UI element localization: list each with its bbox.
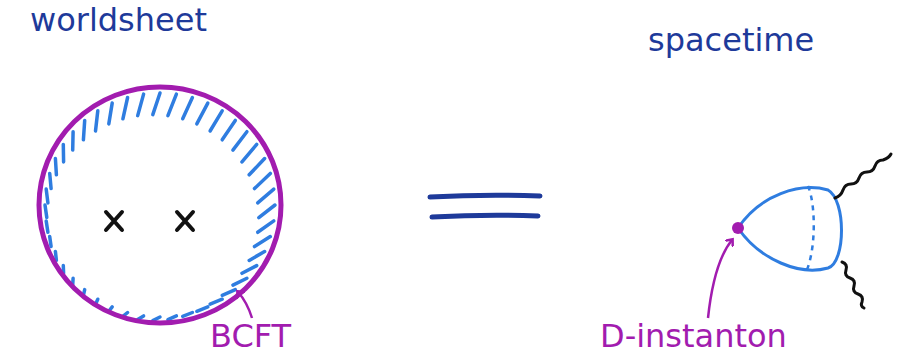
hatch-stroke [258, 189, 274, 203]
heading-label: worldsheet [30, 1, 207, 39]
hatch-stroke [109, 103, 112, 124]
hatch-stroke [255, 237, 271, 247]
hatch-stroke [153, 93, 160, 115]
hatch-stroke [71, 132, 75, 150]
leader-line [238, 292, 252, 318]
hatch-stroke [168, 316, 177, 320]
hatch-stroke [83, 120, 84, 139]
hatch-stroke [153, 317, 160, 321]
hatch-stroke [138, 94, 144, 116]
d-instanton-dot [732, 222, 744, 234]
hatch-stroke [210, 111, 222, 131]
hatch-stroke [45, 205, 47, 218]
hatch-stroke [255, 173, 271, 188]
hatch-stroke [46, 189, 48, 203]
bcft-boundary [39, 87, 281, 323]
hatch-stroke [55, 252, 56, 261]
hatch-stroke [197, 307, 208, 311]
hatch-stroke [197, 103, 208, 124]
equals-sign [430, 195, 540, 217]
leader-line [708, 240, 732, 318]
heading-label: spacetime [648, 21, 814, 59]
hatch-stroke [222, 120, 235, 139]
hatch-stroke [55, 159, 56, 175]
hatch-stroke [183, 313, 193, 317]
hatch-stroke [46, 221, 48, 232]
hatch-stroke [242, 144, 257, 162]
callout-label: D-instanton [600, 317, 787, 355]
dashed-cut [806, 186, 814, 272]
label-holder: D-instanton [600, 318, 787, 355]
hatch-stroke [233, 132, 247, 150]
hatch-stroke [258, 221, 274, 232]
hatch-stroke [233, 278, 247, 285]
disk-hatching [45, 93, 275, 321]
hatch-stroke [222, 290, 235, 296]
hatch-stroke [210, 299, 222, 304]
hatch-stroke [168, 94, 177, 116]
external-graviton [842, 262, 864, 308]
hatch-stroke [96, 111, 98, 131]
hatch-stroke [50, 173, 51, 188]
hatch-stroke [123, 98, 128, 119]
hatch-stroke [183, 98, 193, 119]
puncture-marks [106, 212, 193, 230]
label-holder: BCFT [210, 318, 291, 355]
boundary-label: BCFT [210, 317, 291, 355]
hatch-stroke [249, 159, 264, 175]
hatch-stroke [242, 266, 257, 274]
label-holder: worldsheet [30, 2, 207, 39]
hatch-stroke [249, 252, 264, 261]
external-graviton [835, 154, 891, 198]
loop-diagram [738, 188, 842, 270]
label-holder: spacetime [648, 22, 814, 59]
hatch-stroke [259, 205, 275, 218]
hatch-stroke [62, 144, 66, 162]
hatch-stroke [50, 237, 51, 247]
